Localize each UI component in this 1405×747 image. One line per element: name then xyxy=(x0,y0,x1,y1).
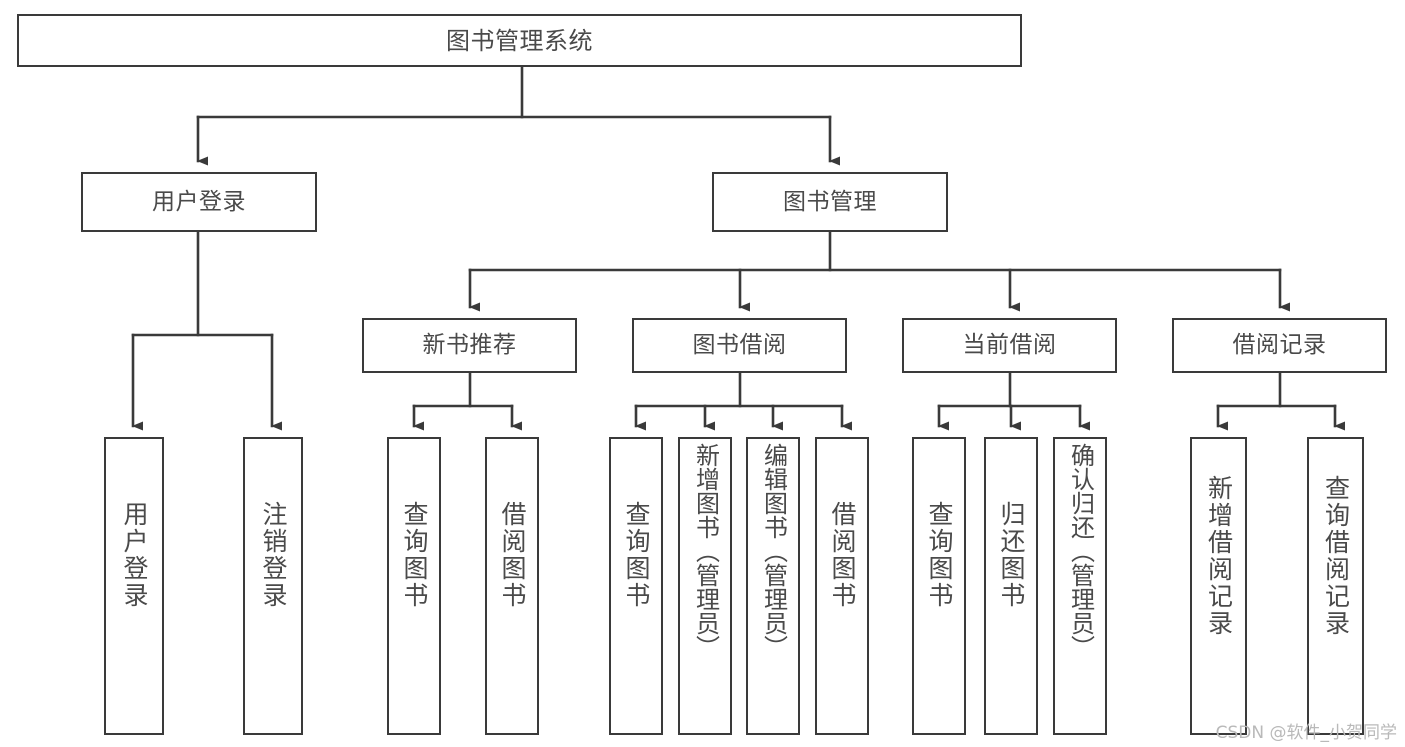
node-new-book-recommend-label: 新书推荐 xyxy=(422,332,517,358)
node-root[interactable]: 图书管理系统 xyxy=(17,14,1022,67)
node-book-borrow-label: 图书借阅 xyxy=(692,332,787,358)
node-book-manage-label: 图书管理 xyxy=(783,188,877,215)
node-root-label: 图书管理系统 xyxy=(446,26,593,55)
node-leaf-borrow-book-2-label: 借阅图书 xyxy=(828,501,857,609)
node-leaf-add-borrow-record[interactable]: 新增借阅记录 xyxy=(1190,437,1247,735)
node-leaf-query-borrow-record-label: 查询借阅记录 xyxy=(1321,475,1351,637)
node-leaf-user-login-label: 用户登录 xyxy=(120,501,149,609)
node-borrow-record[interactable]: 借阅记录 xyxy=(1172,318,1387,373)
node-user-login-label: 用户登录 xyxy=(152,188,246,215)
node-leaf-add-book[interactable]: 新增图书（管理员） xyxy=(678,437,732,735)
node-book-borrow[interactable]: 图书借阅 xyxy=(632,318,847,373)
node-leaf-query-book-1-label: 查询图书 xyxy=(400,501,429,609)
node-current-borrow-label: 当前借阅 xyxy=(962,332,1057,358)
node-leaf-add-book-label: 新增图书（管理员） xyxy=(691,443,720,659)
node-new-book-recommend[interactable]: 新书推荐 xyxy=(362,318,577,373)
node-borrow-record-label: 借阅记录 xyxy=(1232,332,1327,358)
node-leaf-logout-label: 注销登录 xyxy=(259,501,288,609)
node-leaf-query-book-3-label: 查询图书 xyxy=(925,501,954,609)
node-leaf-query-book-3[interactable]: 查询图书 xyxy=(912,437,966,735)
node-leaf-confirm-return-label: 确认归还（管理员） xyxy=(1066,443,1095,659)
watermark-text: CSDN @软件_小贺同学 xyxy=(1215,723,1397,743)
node-leaf-query-book-2-label: 查询图书 xyxy=(622,501,651,609)
node-leaf-edit-book[interactable]: 编辑图书（管理员） xyxy=(746,437,800,735)
node-leaf-query-book-2[interactable]: 查询图书 xyxy=(609,437,663,735)
node-leaf-logout[interactable]: 注销登录 xyxy=(243,437,303,735)
node-leaf-confirm-return[interactable]: 确认归还（管理员） xyxy=(1053,437,1107,735)
node-leaf-query-borrow-record[interactable]: 查询借阅记录 xyxy=(1307,437,1364,735)
node-leaf-user-login[interactable]: 用户登录 xyxy=(104,437,164,735)
node-book-manage[interactable]: 图书管理 xyxy=(712,172,948,232)
node-leaf-query-book-1[interactable]: 查询图书 xyxy=(387,437,441,735)
node-leaf-return-book[interactable]: 归还图书 xyxy=(984,437,1038,735)
node-leaf-add-borrow-record-label: 新增借阅记录 xyxy=(1204,475,1234,637)
node-leaf-edit-book-label: 编辑图书（管理员） xyxy=(759,443,788,659)
node-user-login[interactable]: 用户登录 xyxy=(81,172,317,232)
node-leaf-return-book-label: 归还图书 xyxy=(997,501,1026,609)
node-current-borrow[interactable]: 当前借阅 xyxy=(902,318,1117,373)
node-leaf-borrow-book-2[interactable]: 借阅图书 xyxy=(815,437,869,735)
node-leaf-borrow-book-1-label: 借阅图书 xyxy=(498,501,527,609)
node-leaf-borrow-book-1[interactable]: 借阅图书 xyxy=(485,437,539,735)
